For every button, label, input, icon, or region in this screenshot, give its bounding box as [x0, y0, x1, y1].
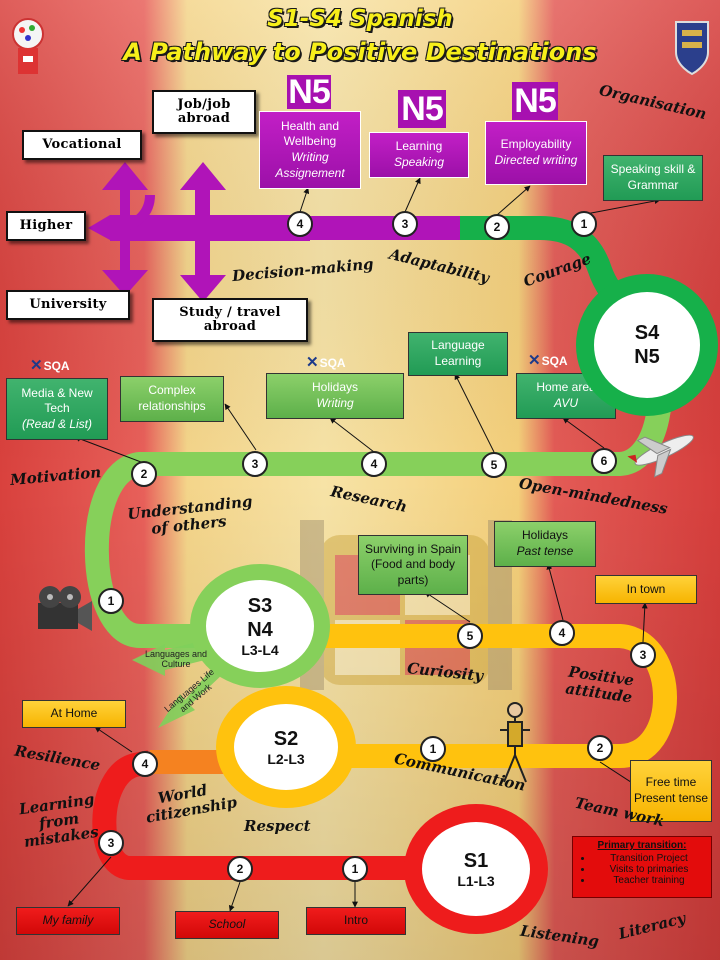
primary-transition-box: Primary transition: Transition Project V…: [572, 836, 712, 898]
topic-title: Intro: [343, 913, 368, 928]
puppet-icon: [500, 702, 530, 783]
transition-list: Transition Project Visits to primaries T…: [579, 853, 705, 886]
topic-my-family: My family: [16, 907, 120, 935]
topic-title: Health and Wellbeing: [280, 118, 340, 149]
destination-university: University: [6, 290, 130, 320]
stage-sublevel: L3-L4: [241, 641, 279, 658]
topic-surviving-spain: Surviving in Spain (Food and body parts): [358, 535, 468, 595]
step-number: 1: [571, 211, 597, 237]
topic-skill: (Read & List): [21, 416, 93, 431]
topic-holidays-writing: Holidays Writing: [266, 373, 404, 419]
n5-badge: N5: [398, 90, 446, 128]
step-number: 2: [227, 856, 253, 882]
title-line1: S1-S4 Spanish: [267, 6, 453, 32]
step-number: 2: [131, 461, 157, 487]
n5-badge: N5: [287, 72, 331, 111]
step-number: 6: [591, 448, 617, 474]
topic-media-tech: Media & New Tech (Read & List): [6, 378, 108, 440]
topic-title: Language Learning: [431, 338, 485, 368]
topic-title: Media & New Tech: [21, 385, 93, 416]
sqa-logo: ✕SQA: [306, 354, 346, 371]
transition-item: Teacher training: [593, 875, 705, 886]
topic-skill: Directed writing: [494, 153, 578, 167]
topic-title: Holidays: [311, 380, 359, 395]
topic-title: Home area: [536, 380, 596, 395]
stage-label: S4: [634, 322, 660, 344]
topic-complex-relationships: Complex relationships: [120, 376, 224, 422]
stage-label: S1: [463, 849, 489, 872]
topic-health-wellbeing: Health and Wellbeing Writing Assignement: [259, 111, 361, 189]
transition-item: Transition Project: [593, 853, 705, 864]
step-number: 3: [392, 211, 418, 237]
topic-title: Complex relationships: [138, 383, 206, 413]
stage-s4: S4 N5: [576, 274, 718, 416]
step-number: 3: [630, 642, 656, 668]
topic-skill: AVU: [553, 396, 578, 410]
topic-title: At Home: [50, 706, 98, 721]
topic-title: School: [208, 917, 246, 932]
stage-level: N5: [634, 346, 660, 368]
step-number: 2: [587, 735, 613, 761]
destination-vocational: Vocational: [22, 130, 142, 160]
airplane-icon: [627, 434, 694, 478]
school-logo-icon: [12, 18, 44, 74]
step-number: 2: [484, 214, 510, 240]
crest-icon: [675, 21, 709, 76]
destination-job-abroad: Job/job abroad: [152, 90, 256, 134]
title-line2: A Pathway to Positive Destinations: [123, 38, 597, 66]
topic-free-time: Free time Present tense: [630, 760, 712, 822]
topic-skill: Past tense: [516, 544, 574, 558]
topic-title: Holidays: [521, 528, 569, 543]
topic-speaking-skill: Speaking skill & Grammar: [603, 155, 703, 201]
stage-s2: S2 L2-L3: [216, 686, 356, 808]
stage-level: N4: [247, 618, 273, 641]
transition-title: Primary transition:: [597, 840, 687, 851]
destination-higher: Higher: [6, 211, 86, 241]
step-number: 3: [98, 830, 124, 856]
destination-arrows: [88, 162, 310, 302]
sqa-logo: ✕SQA: [30, 357, 70, 374]
destination-study-travel: Study / travel abroad: [152, 298, 308, 342]
topic-skill: Writing Assignement: [275, 150, 345, 180]
step-number: 1: [342, 856, 368, 882]
topic-in-town: In town: [595, 575, 697, 604]
topic-title: Employability: [500, 137, 572, 152]
topic-title: Free time Present tense: [633, 775, 709, 805]
step-number: 1: [98, 588, 124, 614]
n5-badge: N5: [512, 82, 558, 120]
step-number: 4: [287, 211, 313, 237]
step-number: 5: [481, 452, 507, 478]
topic-title: My family: [42, 913, 94, 928]
step-number: 5: [457, 623, 483, 649]
topic-employability: Employability Directed writing: [485, 121, 587, 185]
topic-title: Surviving in Spain (Food and body parts): [364, 541, 462, 587]
topic-title: Speaking skill & Grammar: [610, 162, 696, 192]
arrow-label-languages-culture: Languages and Culture: [144, 649, 208, 669]
step-number: 1: [420, 736, 446, 762]
topic-intro: Intro: [306, 907, 406, 935]
topic-at-home: At Home: [22, 700, 126, 728]
film-reel-icon: [38, 586, 92, 631]
transition-item: Visits to primaries: [593, 864, 705, 875]
sqa-logo: ✕SQA: [528, 352, 568, 369]
topic-title: In town: [626, 581, 666, 596]
stage-level: L2-L3: [267, 750, 305, 767]
step-number: 4: [132, 751, 158, 777]
stage-level: L1-L3: [457, 872, 495, 889]
topic-title: Learning: [395, 139, 443, 154]
topic-holidays-past: Holidays Past tense: [494, 521, 596, 567]
stage-s1: S1 L1-L3: [404, 804, 548, 934]
skill-respect: Respect: [244, 817, 311, 835]
topic-skill: Speaking: [393, 155, 445, 169]
topic-language-learning: Language Learning: [408, 332, 508, 376]
stage-label: S2: [273, 727, 299, 750]
step-number: 4: [361, 451, 387, 477]
topic-skill: Writing: [316, 396, 354, 410]
topic-school: School: [175, 911, 279, 939]
step-number: 3: [242, 451, 268, 477]
topic-learning: Learning Speaking: [369, 132, 469, 178]
step-number: 4: [549, 620, 575, 646]
stage-label: S3: [247, 594, 273, 617]
